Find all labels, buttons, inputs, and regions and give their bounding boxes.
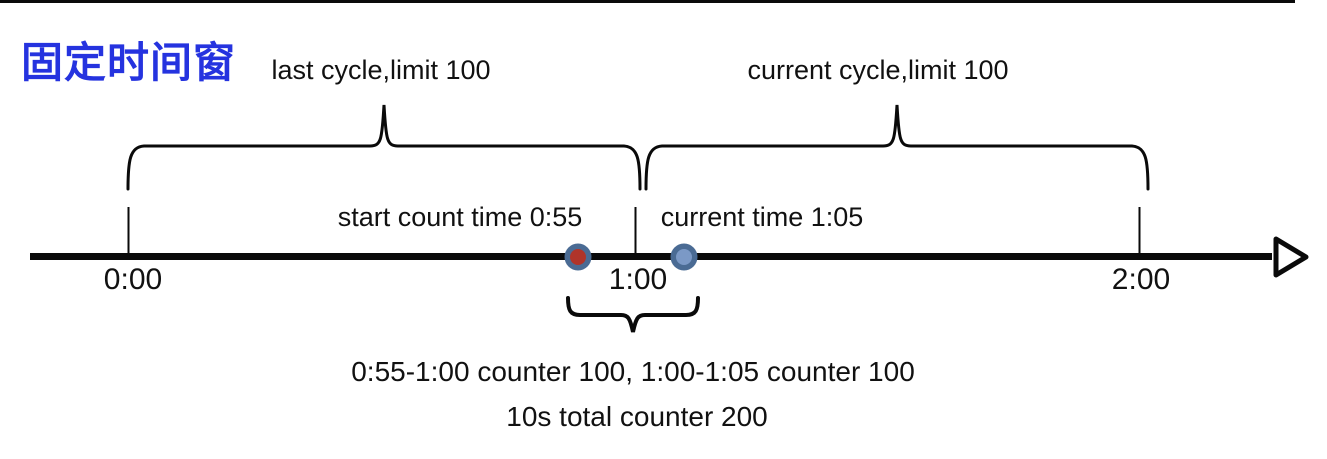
current-cycle-label: current cycle,limit 100 xyxy=(747,55,1009,85)
overbrace-last-cycle xyxy=(126,104,642,191)
timeline-arrowhead-icon xyxy=(1273,236,1309,278)
start-count-dot-icon xyxy=(564,243,592,271)
tick-label-1-00: 1:00 xyxy=(608,263,668,296)
start-count-time-label: start count time 0:55 xyxy=(337,202,583,232)
page-title: 固定时间窗 xyxy=(21,39,237,86)
underbrace-sliding-window xyxy=(566,296,700,333)
tick-label-2-00: 2:00 xyxy=(1111,263,1171,296)
counter-summary-line2: 10s total counter 200 xyxy=(506,401,768,432)
overbrace-current-cycle xyxy=(644,104,1150,191)
tick-label-0-00: 0:00 xyxy=(103,263,163,296)
current-time-label: current time 1:05 xyxy=(660,202,864,232)
counter-summary-line1: 0:55-1:00 counter 100, 1:00-1:05 counter… xyxy=(351,356,915,387)
last-cycle-label: last cycle,limit 100 xyxy=(271,55,491,85)
current-time-dot-icon xyxy=(670,243,698,271)
current-time-dot-core xyxy=(676,249,692,265)
start-count-dot-core xyxy=(570,249,586,265)
